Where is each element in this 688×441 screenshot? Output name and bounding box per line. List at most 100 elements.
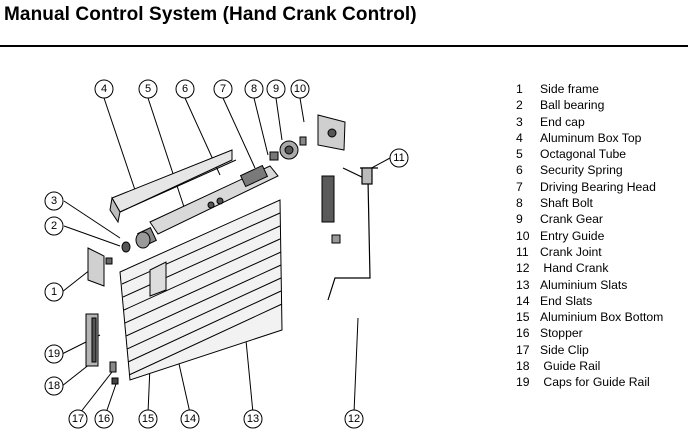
legend-number: 5 [516,147,523,162]
callout-4 [94,79,114,99]
callout-8 [244,79,264,99]
legend-name: Side frame [540,82,599,96]
legend-name: Octagonal Tube [540,147,627,162]
legend-name: Security Spring [540,163,623,178]
slats [119,199,283,381]
leader-10 [299,97,305,123]
callout-1 [44,282,64,302]
legend-name: Guide Rail [540,359,601,374]
legend-number: 18 [516,359,530,374]
legend-item: 7 Driving Bearing Head [516,179,663,195]
callout-3 [44,191,64,211]
callout-6 [175,79,195,99]
callout-label-10: 10 [294,83,306,95]
legend-item: 12 Hand Crank [516,260,663,276]
hand-crank [327,167,378,301]
leader-9 [275,97,283,141]
leader-8 [253,97,269,156]
legend-item: 15 Aluminium Box Bottom [516,309,663,325]
legend-number: 15 [516,310,530,325]
legend-item: 19 Caps for Guide Rail [516,374,663,390]
callout-label-1: 1 [51,286,57,298]
legend-item: 11 Crank Joint [516,244,663,260]
callout-17 [68,409,88,429]
callout-label-5: 5 [145,83,151,95]
callout-label-6: 6 [182,83,188,95]
legend-number: 3 [516,114,523,129]
legend-number: 19 [516,375,530,390]
callout-label-9: 9 [273,83,279,95]
legend-number: 16 [516,326,530,341]
page-title: Manual Control System (Hand Crank Contro… [4,4,417,25]
callout-label-15: 15 [142,413,154,425]
leader-16 [105,383,117,414]
leader-12 [353,317,359,414]
legend-name: Driving Bearing Head [540,179,656,194]
callout-label-17: 17 [72,413,84,425]
legend-number: 6 [516,163,523,178]
callout-label-19: 19 [48,348,60,360]
legend-item: 8 Shaft Bolt [516,195,663,211]
legend-name: Shaft Bolt [540,196,593,211]
callout-16 [94,409,114,429]
callout-18 [44,376,64,396]
callout-label-12: 12 [348,413,360,425]
callout-10 [290,79,310,99]
legend-name: Stopper [540,326,583,341]
leader-7 [222,97,256,169]
legend-name: Crank Joint [540,244,602,259]
callout-label-8: 8 [251,83,257,95]
legend-item: 16 Stopper [516,325,663,341]
legend-number: 2 [516,98,523,113]
exploded-diagram: 4 5 6 7 8 9 10 11 3 2 1 19 18 17 16 15 1… [44,79,409,429]
legend-name: Aluminum Box Top [540,130,642,145]
crank-gear [269,136,307,161]
callout-label-14: 14 [184,413,196,425]
callout-label-13: 13 [247,413,259,425]
callout-label-7: 7 [220,83,226,95]
callout-13 [243,409,263,429]
legend-name: Aluminium Box Bottom [540,310,664,325]
callout-14 [180,409,200,429]
legend-item: 5 Octagonal Tube [516,146,663,162]
callout-label-18: 18 [48,380,60,392]
legend-number: 12 [516,261,530,276]
leader-2 [63,225,121,247]
title-divider [0,45,688,47]
callout-label-11: 11 [393,152,404,164]
guide-rail-upper [321,175,341,244]
legend-name: End cap [540,114,585,129]
callout-7 [213,79,233,99]
legend-number: 14 [516,293,530,308]
legend-number: 11 [516,244,529,259]
legend-number: 10 [516,228,530,243]
callout-9 [266,79,286,99]
guide-rail-lower [85,313,119,385]
legend-name: End Slats [540,293,593,308]
callout-label-4: 4 [101,83,107,95]
side-frame [87,247,113,287]
leader-3 [63,200,121,239]
callout-19 [44,344,64,364]
leader-13 [244,329,254,414]
legend-number: 7 [516,179,523,194]
box-top [109,149,237,224]
legend-name: Side Clip [540,342,589,357]
callout-label-2: 2 [51,220,57,232]
legend-number: 13 [516,277,530,292]
legend-name: Hand Crank [540,261,609,276]
legend-item: 18 Guide Rail [516,358,663,374]
leader-4 [103,97,136,191]
callout-label-3: 3 [51,195,57,207]
callouts [44,79,409,429]
legend-number: 9 [516,212,523,227]
callout-label-16: 16 [98,413,110,425]
legend-number: 8 [516,196,523,211]
